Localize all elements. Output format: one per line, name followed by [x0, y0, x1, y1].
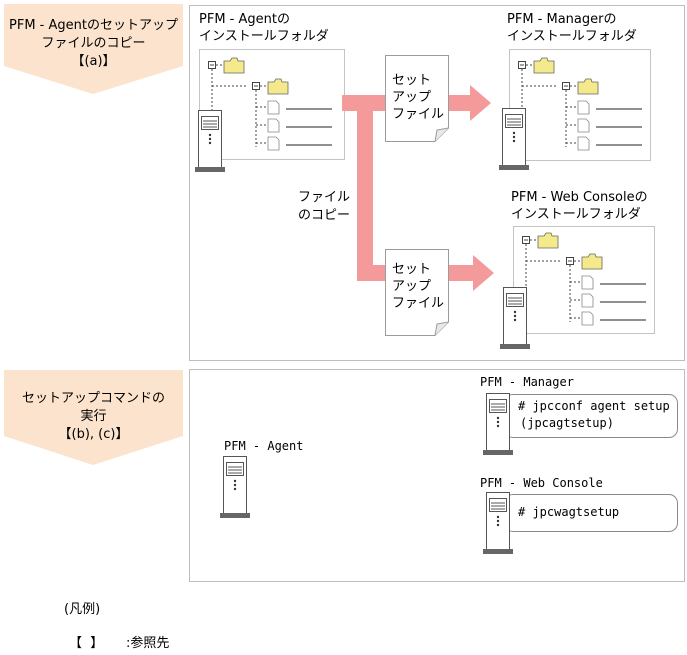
manager-command-line1: # jpcconf agent setup	[518, 399, 670, 413]
setup-file-doc-2	[385, 249, 449, 336]
agent-label: PFM - Agent	[224, 439, 304, 453]
webconsole-command: # jpcwagtsetup	[518, 505, 620, 519]
agent-server-icon	[220, 456, 250, 518]
setup-file-1-line2: アップ	[392, 90, 432, 105]
webconsole-command-box	[504, 494, 678, 532]
step2-label-line2: 実行	[80, 409, 107, 424]
webconsole-folder-title-line1: PFM - Web Consoleの	[511, 190, 648, 205]
manager-folder-title-line1: PFM - Managerの	[507, 12, 617, 27]
setup-file-doc-1	[385, 55, 449, 142]
copy-label-line2: のコピー	[298, 208, 351, 223]
step1-label-line1: PFM - Agentのセットアップ	[9, 18, 178, 33]
setup-file-1-line1: セット	[392, 73, 432, 88]
setup-file-2-line2: アップ	[392, 279, 432, 294]
webconsole-server-icon	[483, 492, 513, 554]
legend-title: (凡例)	[64, 602, 101, 617]
manager-command-line2: (jpcagtsetup)	[520, 416, 614, 430]
manager-folder-title-line2: インストールフォルダ	[507, 29, 637, 44]
webconsole-folder-tree	[522, 232, 646, 332]
legend-symbol: 【 】	[69, 636, 104, 651]
agent-folder-title-line1: PFM - Agentの	[199, 12, 290, 27]
copy-label-line1: ファイル	[298, 190, 351, 205]
step1-label-shape	[4, 4, 183, 94]
step1-label-line2: ファイルのコピー	[41, 36, 146, 51]
setup-file-2-line1: セット	[392, 262, 432, 277]
setup-file-2-line3: ファイル	[392, 296, 445, 311]
step2-label: セットアップコマンドの 実行 【(b), (c)】	[4, 370, 183, 466]
agent-folder-tree	[208, 57, 332, 157]
webconsole-folder-title-line2: インストールフォルダ	[511, 207, 641, 222]
manager-server-icon	[483, 393, 513, 455]
setup-file-1-line3: ファイル	[392, 107, 445, 122]
webconsole-folder-server-icon	[500, 287, 530, 349]
manager-label: PFM - Manager	[480, 375, 574, 389]
legend-description: :参照先	[126, 636, 170, 651]
step2-label-shape	[4, 370, 183, 465]
step2-label-line1: セットアップコマンドの	[21, 391, 165, 406]
step2-label-ref: 【(b), (c)】	[58, 427, 129, 442]
manager-folder-tree	[518, 57, 642, 157]
step1-label: PFM - Agentのセットアップ ファイルのコピー 【(a)】	[4, 4, 183, 96]
manager-folder-server-icon	[499, 108, 529, 170]
agent-folder-title-line2: インストールフォルダ	[199, 29, 329, 44]
manager-command-box	[504, 394, 678, 438]
agent-folder-server-icon	[195, 110, 225, 172]
step1-label-ref: 【(a)】	[71, 54, 116, 69]
webconsole-label: PFM - Web Console	[480, 476, 603, 490]
